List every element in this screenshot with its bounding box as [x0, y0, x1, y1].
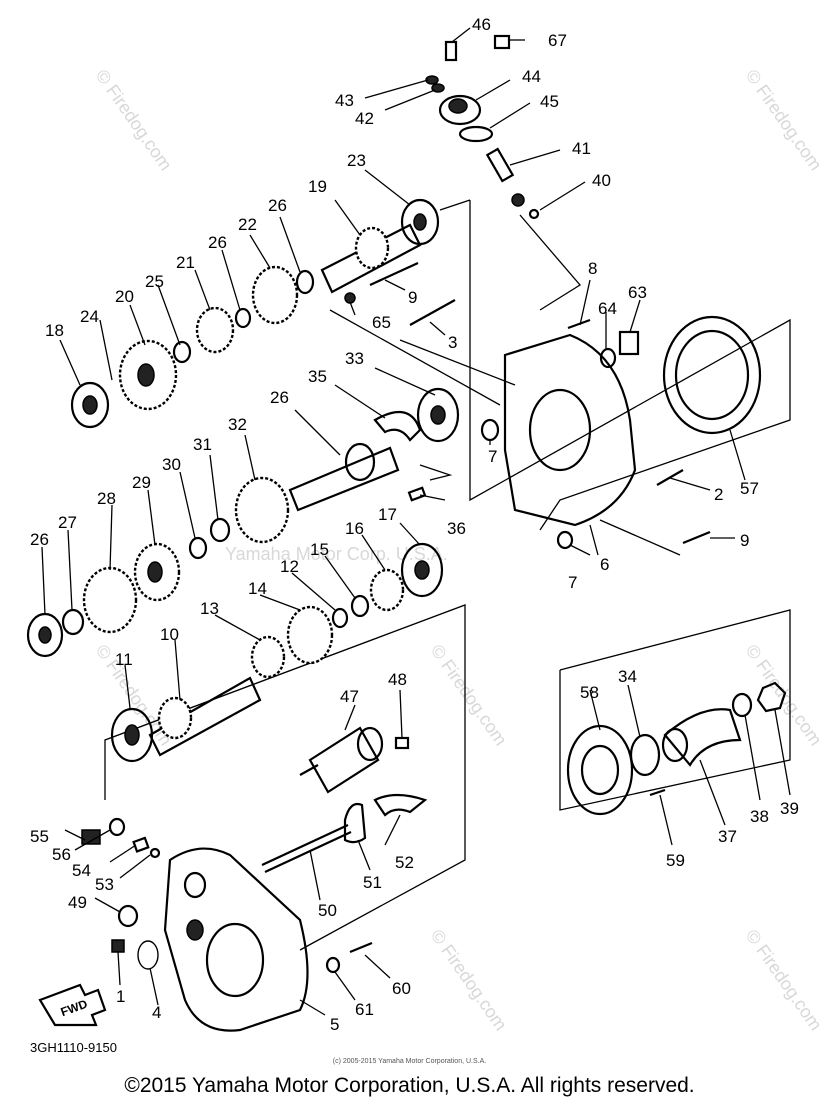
top-cover-assembly [425, 34, 540, 220]
callout-43: 41 [572, 139, 591, 158]
callout-46: 44 [522, 67, 541, 86]
callout-2: 2 [714, 485, 723, 504]
callout-67: 67 [548, 31, 567, 50]
callout-19: 18 [45, 321, 64, 340]
assembly-lines [104, 199, 791, 951]
callout-63: 61 [355, 1000, 374, 1019]
callout-3: 3 [448, 333, 457, 352]
callout-51: 49 [68, 893, 87, 912]
callout-26b: 26 [208, 233, 227, 252]
output-yoke-assembly [566, 681, 787, 816]
drawing-code: 3GH1110-9150 [30, 1040, 117, 1055]
callout-10: 9 [408, 288, 417, 307]
callout-56: 54 [72, 861, 91, 880]
copyright-small: (c) 2005-2015 Yamaha Motor Corporation, … [332, 1058, 487, 1065]
watermark: © Firedog.com [742, 926, 819, 1034]
callout-35: 33 [345, 349, 364, 368]
callout-48: 46 [472, 15, 491, 34]
watermark: Yamaha Motor Corp. U.S.A. [225, 544, 448, 564]
callout-5: 5 [330, 1015, 339, 1034]
watermark: © Firedog.com [742, 641, 819, 749]
callout-28: 26 [270, 388, 289, 407]
watermark: © Firedog.com [742, 66, 819, 174]
middle-shaft-assembly [188, 387, 460, 560]
callout-1: 1 [116, 987, 125, 1006]
callout-53: 51 [363, 873, 382, 892]
fwd-arrow: FWD [38, 983, 107, 1027]
callout-7b: 7 [568, 573, 577, 592]
callout-30: 28 [97, 489, 116, 508]
callout-23: 22 [238, 215, 257, 234]
callout-leaders [41, 27, 791, 1016]
callout-18: 17 [378, 505, 397, 524]
callout-40: 38 [750, 807, 769, 826]
callout-49: 47 [340, 687, 359, 706]
callout-33: 31 [193, 435, 212, 454]
callout-34: 32 [228, 415, 247, 434]
watermark: © Firedog.com [92, 66, 176, 174]
callout-62: 60 [392, 979, 411, 998]
callout-61: 59 [666, 851, 685, 870]
callout-8: 8 [588, 259, 597, 278]
callout-22: 21 [176, 253, 195, 272]
callout-15: 14 [248, 579, 267, 598]
callout-44: 42 [355, 109, 374, 128]
callout-29: 27 [58, 513, 77, 532]
callout-14: 13 [200, 599, 219, 618]
callout-50: 48 [388, 670, 407, 689]
callout-59: 57 [740, 479, 759, 498]
callout-11: 10 [160, 625, 179, 644]
watermark: © Firedog.com [427, 926, 511, 1034]
callout-66: 65 [372, 313, 391, 332]
watermark: © Firedog.com [427, 641, 511, 749]
callout-13: 12 [280, 557, 299, 576]
callout-6: 6 [600, 555, 609, 574]
callout-36: 34 [618, 667, 637, 686]
callout-54: 52 [395, 853, 414, 872]
callout-41: 39 [780, 799, 799, 818]
lower-gear-assembly [26, 542, 444, 763]
watermark-layer: © Firedog.com © Firedog.com © Firedog.co… [92, 66, 819, 1034]
callout-25: 25 [145, 272, 164, 291]
callout-21: 20 [115, 287, 134, 306]
callout-58: 56 [52, 845, 71, 864]
callout-38: 36 [447, 519, 466, 538]
callout-37: 35 [308, 367, 327, 386]
callout-20: 19 [308, 177, 327, 196]
callout-57: 55 [30, 827, 49, 846]
callout-9: 9 [740, 531, 749, 550]
callout-7: 7 [488, 447, 497, 466]
callout-32: 30 [162, 455, 181, 474]
callout-4: 4 [152, 1003, 161, 1022]
callout-47: 45 [540, 92, 559, 111]
callout-42: 40 [592, 171, 611, 190]
right-case-assembly [480, 315, 762, 550]
callout-24: 23 [347, 151, 366, 170]
fwd-label: FWD [59, 997, 90, 1020]
callout-64: 63 [628, 283, 647, 302]
callout-17: 16 [345, 519, 364, 538]
callout-16: 15 [310, 540, 329, 559]
callout-65: 64 [598, 299, 617, 318]
callout-26: 26 [268, 196, 287, 215]
crankcase-assembly [81, 817, 373, 1032]
callout-55: 53 [95, 875, 114, 894]
callout-labels: 46 67 44 43 45 42 41 23 40 19 26 22 26 2… [30, 15, 799, 1034]
callout-12: 11 [115, 650, 133, 669]
callout-45: 43 [335, 91, 354, 110]
shift-assembly [261, 726, 428, 873]
callout-31: 29 [132, 473, 151, 492]
copyright-notice: ©2015 Yamaha Motor Corporation, U.S.A. A… [124, 1074, 695, 1097]
callout-60: 58 [580, 683, 599, 702]
callout-39: 37 [718, 827, 737, 846]
callout-52: 50 [318, 901, 337, 920]
callout-27: 26 [30, 530, 49, 549]
upper-shaft-assembly [70, 198, 456, 429]
callout-25b: 24 [80, 307, 99, 326]
